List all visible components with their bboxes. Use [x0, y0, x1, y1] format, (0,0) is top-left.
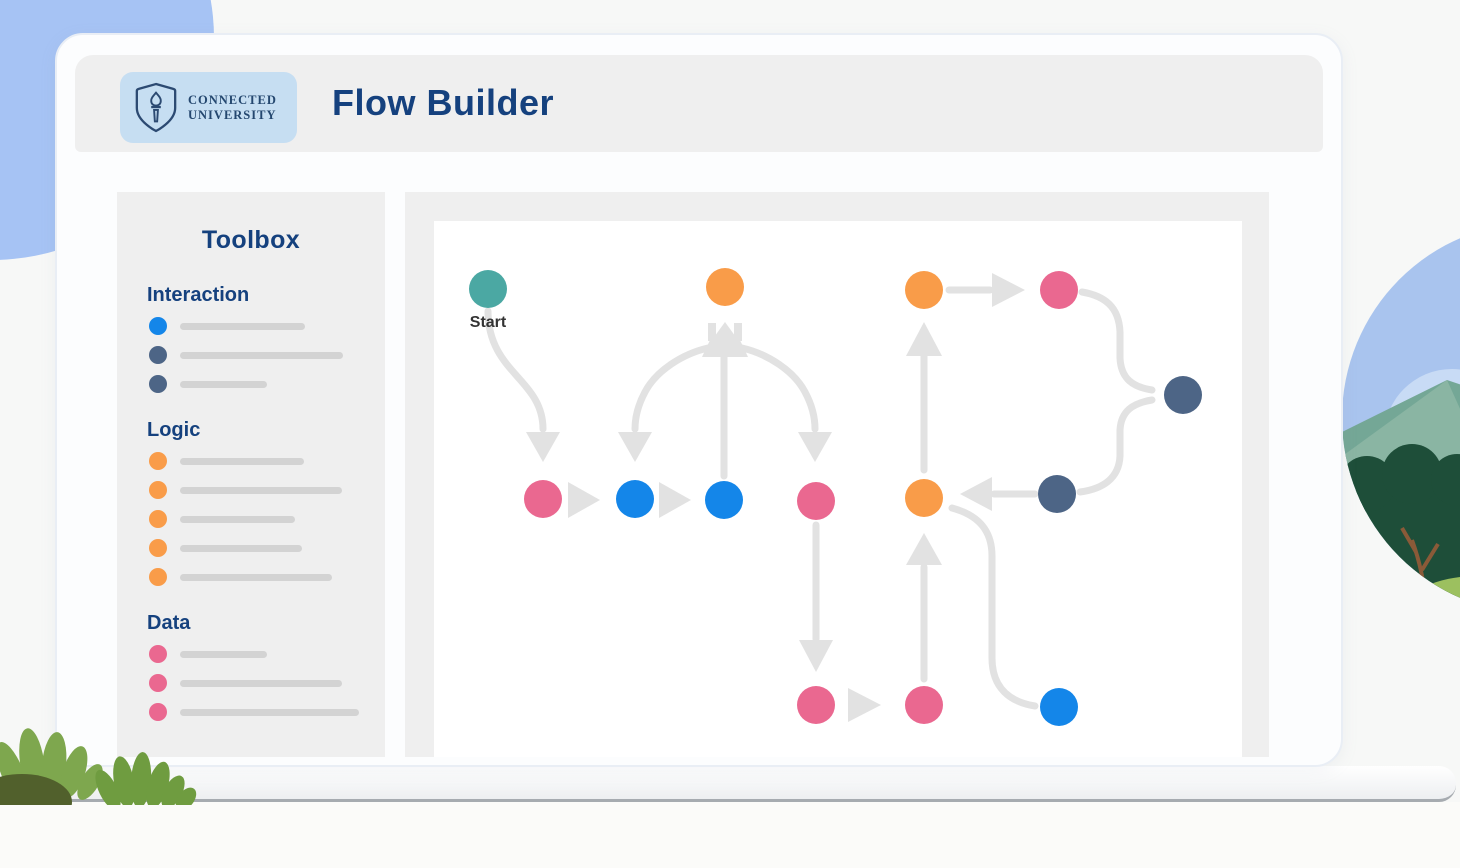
- flow-arrowhead-down: [798, 432, 832, 462]
- flow-node-start[interactable]: [469, 270, 507, 308]
- flow-arrowhead-up: [708, 323, 716, 341]
- flow-edge-slate-right-to-slate-mid: [1076, 396, 1156, 496]
- toolbox-item[interactable]: [149, 703, 385, 721]
- toolbox-item-dot: [149, 510, 167, 528]
- toolbox-item-bar: [180, 515, 295, 523]
- flow-arrowhead-up: [712, 322, 738, 340]
- toolbox-item-bar: [180, 322, 305, 330]
- flow-node-logic-top-1[interactable]: [706, 268, 744, 306]
- bush-illustration: [0, 728, 197, 805]
- flow-edge-blue-bottom-to-logic-mid: [948, 504, 1039, 710]
- toolbox-item-bar: [180, 573, 332, 581]
- toolbox-item-dot: [149, 539, 167, 557]
- flow-arrowhead-right: [568, 482, 600, 518]
- toolbox-item-dot: [149, 452, 167, 470]
- flow-node-blue-mid-2[interactable]: [705, 481, 743, 519]
- toolbox-item[interactable]: [149, 346, 385, 364]
- flow-node-logic-mid[interactable]: [905, 479, 943, 517]
- flow-canvas[interactable]: Start: [434, 221, 1242, 757]
- toolbox-item[interactable]: [149, 317, 385, 335]
- toolbox-item[interactable]: [149, 568, 385, 586]
- toolbox-section-data: Data: [117, 612, 385, 721]
- toolbox-item-bar: [180, 380, 267, 388]
- toolbox-item[interactable]: [149, 481, 385, 499]
- toolbox-item-dot: [149, 703, 167, 721]
- flow-arrowhead-up: [906, 533, 942, 565]
- university-logo-text: CONNECTED UNIVERSITY: [188, 93, 277, 123]
- flow-edge-start-to-data-mid-1: [484, 307, 547, 433]
- flow-node-data-top[interactable]: [1040, 271, 1078, 309]
- toolbox-item-bar: [180, 351, 343, 359]
- flow-arrowhead-up: [906, 322, 942, 356]
- flow-node-slate-mid[interactable]: [1038, 475, 1076, 513]
- flow-arrowhead-down: [799, 640, 833, 672]
- toolbox-item-bar: [180, 457, 304, 465]
- toolbox-item[interactable]: [149, 452, 385, 470]
- start-node-label: Start: [470, 314, 507, 331]
- flow-arrowhead-right: [848, 688, 881, 722]
- app-header: CONNECTED UNIVERSITY Flow Builder: [75, 55, 1323, 152]
- flow-edge-data-top-to-slate-right: [1078, 288, 1156, 394]
- toolbox-item-dot: [149, 481, 167, 499]
- toolbox-item-dot: [149, 346, 167, 364]
- toolbox-item-bar: [180, 486, 342, 494]
- page-bottom-area: [0, 802, 1460, 868]
- toolbox-item[interactable]: [149, 645, 385, 663]
- laptop-base: [0, 766, 1456, 802]
- toolbox-item[interactable]: [149, 674, 385, 692]
- toolbox-item-dot: [149, 645, 167, 663]
- toolbox-item-dot: [149, 568, 167, 586]
- landscape-illustration: [1342, 222, 1460, 614]
- app-title: Flow Builder: [332, 82, 554, 123]
- toolbox-item-bar: [180, 679, 342, 687]
- toolbox-section-heading: Logic: [147, 419, 201, 441]
- flow-arrowhead-up: [702, 338, 748, 357]
- logo-line-2: UNIVERSITY: [188, 107, 277, 122]
- toolbox-section-interaction: Interaction: [117, 284, 385, 393]
- flow-node-data-bottom-2[interactable]: [905, 686, 943, 724]
- flow-node-data-bottom-1[interactable]: [797, 686, 835, 724]
- university-logo-badge: CONNECTED UNIVERSITY: [120, 72, 297, 143]
- flow-arrowhead-right: [659, 482, 691, 518]
- toolbox-item-dot: [149, 317, 167, 335]
- flow-node-data-mid-1[interactable]: [524, 480, 562, 518]
- logo-line-1: CONNECTED: [188, 92, 277, 107]
- flow-node-slate-right[interactable]: [1164, 376, 1202, 414]
- flow-graph: Start: [469, 268, 1202, 726]
- toolbox-item-bar: [180, 650, 267, 658]
- toolbox-item-dot: [149, 375, 167, 393]
- flow-arrowhead-right: [992, 273, 1025, 307]
- flow-node-logic-top-2[interactable]: [905, 271, 943, 309]
- toolbox-title: Toolbox: [201, 226, 301, 254]
- flow-edge-logic-top-1-to-data-mid-2: [738, 344, 819, 433]
- toolbox-item-dot: [149, 674, 167, 692]
- toolbox-item[interactable]: [149, 510, 385, 528]
- flow-node-data-mid-2[interactable]: [797, 482, 835, 520]
- flow-canvas-frame: Start: [405, 192, 1269, 757]
- shield-torch-icon: [135, 82, 177, 132]
- toolbox-section-logic: Logic: [117, 419, 385, 586]
- toolbox-item-bar: [180, 544, 302, 552]
- flow-node-blue-bottom[interactable]: [1040, 688, 1078, 726]
- flow-arrowhead-left: [960, 477, 992, 511]
- flow-arrowhead-down: [526, 432, 560, 462]
- toolbox-item-bar: [180, 708, 359, 716]
- laptop-screen: CONNECTED UNIVERSITY Flow Builder Toolbo…: [55, 33, 1343, 767]
- flow-node-blue-mid-1[interactable]: [616, 480, 654, 518]
- toolbox-section-heading: Data: [147, 612, 191, 634]
- toolbox-item[interactable]: [149, 375, 385, 393]
- toolbox-section-heading: Interaction: [147, 284, 250, 306]
- flow-arrowhead-down: [618, 432, 652, 462]
- flow-arrowhead-up: [734, 323, 742, 341]
- toolbox-item[interactable]: [149, 539, 385, 557]
- flow-edge-logic-top-1-to-blue-mid-1: [631, 344, 712, 433]
